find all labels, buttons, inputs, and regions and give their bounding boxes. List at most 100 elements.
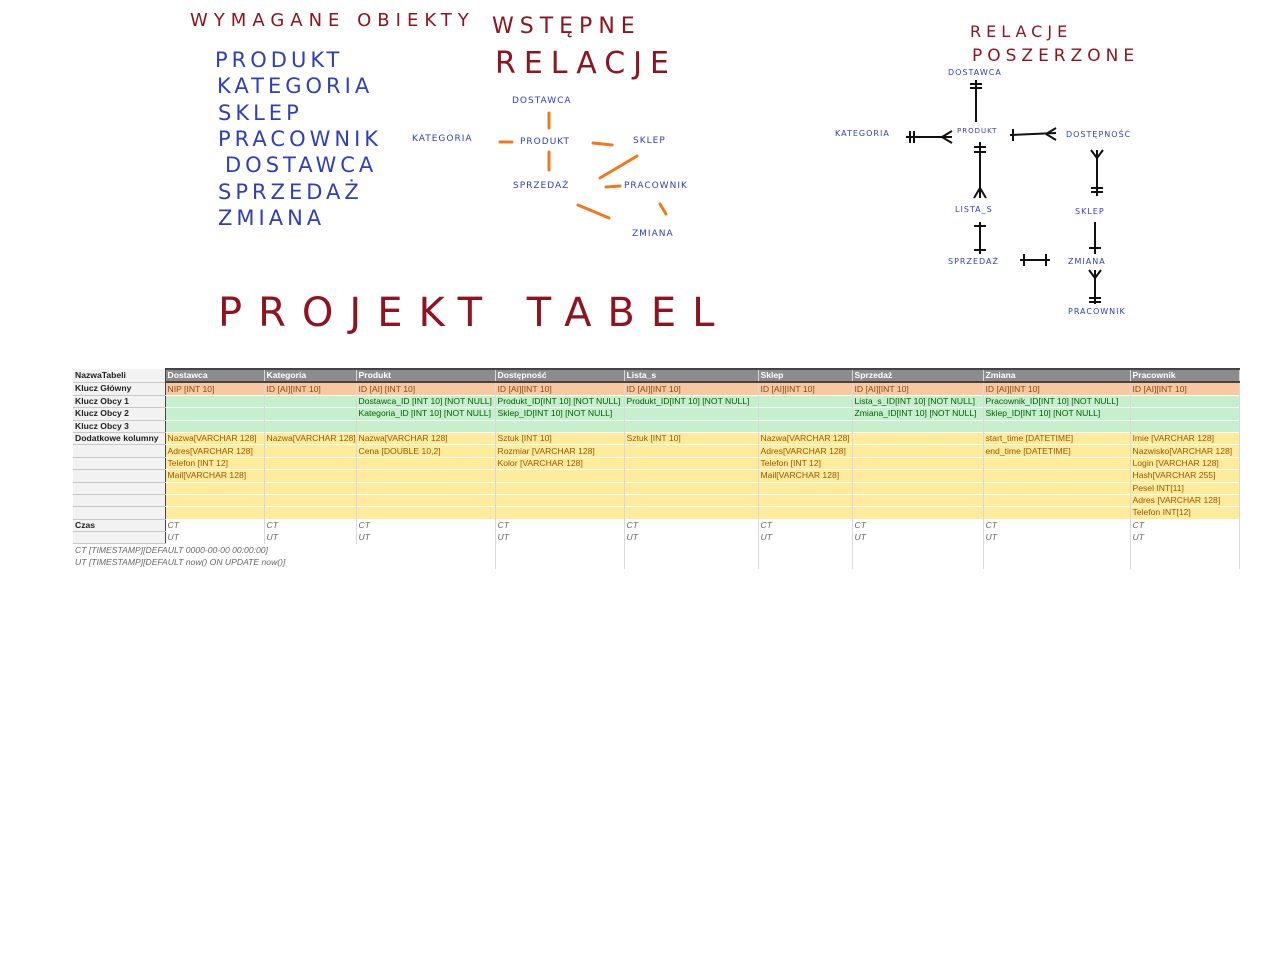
sheet-row: Telefon INT[12] <box>73 506 1240 520</box>
extended-node-dostawca: DOSTAWCA <box>948 68 1002 77</box>
sheet-cell: CT <box>624 519 759 532</box>
required-title: WYMAGANE OBIEKTY <box>190 10 475 31</box>
sheet-cell <box>624 407 759 421</box>
extended-node-produkt: PRODUKT <box>957 127 998 135</box>
sheet-cell <box>165 482 265 495</box>
sheet-cell: Produkt_ID[INT 10] [NOT NULL] <box>495 395 625 408</box>
sheet-cell: ID [AI][INT 10] <box>758 382 853 396</box>
sheet-cell <box>264 457 357 470</box>
sheet-cell <box>264 482 357 495</box>
sheet-cell: ID [AI][INT 10] <box>1130 382 1240 396</box>
required-item: PRODUKT <box>215 48 344 72</box>
sheet-cell: Lista_s <box>624 367 759 384</box>
sheet-cell <box>165 420 265 433</box>
empty-cell <box>624 543 759 557</box>
sheet-cell: Telefon INT[12] <box>1130 506 1240 520</box>
sheet-cell: Produkt <box>356 367 496 384</box>
row-label: Klucz Obcy 1 <box>73 395 166 409</box>
row-label <box>73 444 166 458</box>
sheet-cell <box>264 494 357 507</box>
sheet-cell: Hash[VARCHAR 255] <box>1130 469 1240 483</box>
required-item: KATEGORIA <box>217 74 374 98</box>
sheet-cell <box>758 420 853 433</box>
sheet-cell <box>264 420 357 433</box>
sheet-cell: Zmiana <box>983 367 1131 384</box>
sheet-cell <box>264 407 357 421</box>
footnote-row: UT [TIMESTAMP][DEFAULT now() ON UPDATE n… <box>73 556 1240 569</box>
empty-cell <box>983 556 1131 569</box>
initial-node-produkt: PRODUKT <box>520 137 570 147</box>
sheet-cell <box>852 469 984 483</box>
sheet-cell <box>983 457 1131 470</box>
sheet-cell: CT <box>264 519 357 532</box>
sheet-cell: NIP [INT 10] <box>165 382 265 396</box>
sheet-cell: CT <box>1130 519 1240 532</box>
sheet-cell: Nazwa[VARCHAR 128] <box>758 432 853 445</box>
sheet-cell <box>1130 407 1240 421</box>
sheet-cell <box>624 494 759 507</box>
sheet-cell <box>852 506 984 520</box>
sheet-cell: Pracownik_ID[INT 10] [NOT NULL] <box>983 395 1131 408</box>
sheet-cell: Telefon [INT 12] <box>758 457 853 470</box>
row-label: Klucz Obcy 2 <box>73 407 166 421</box>
sheet-cell <box>983 469 1131 483</box>
sheet-cell <box>624 420 759 433</box>
initial-relations-title-2: RELACJE <box>495 46 677 81</box>
sheet-cell <box>356 506 496 520</box>
sheet-cell: ID [AI][INT 10] <box>983 382 1131 396</box>
sheet-cell: Sklep <box>758 367 853 384</box>
initial-node-sklep: SKLEP <box>633 136 666 146</box>
sheet-cell <box>495 469 625 483</box>
sheet-cell <box>264 469 357 483</box>
sheet-cell <box>356 482 496 495</box>
empty-cell <box>1130 556 1240 569</box>
required-item: DOSTAWCA <box>225 153 378 177</box>
empty-cell <box>852 556 984 569</box>
sheet-cell <box>758 494 853 507</box>
sheet-cell: Login [VARCHAR 128] <box>1130 457 1240 470</box>
timestamp-footnote: CT [TIMESTAMP][DEFAULT 0000-00-00 00:00:… <box>73 543 496 557</box>
row-label <box>73 494 166 508</box>
sheet-cell <box>852 444 984 458</box>
sheet-cell <box>495 506 625 520</box>
required-item: PRACOWNIK <box>218 127 383 151</box>
sheet-cell <box>1130 420 1240 433</box>
sheet-cell <box>758 506 853 520</box>
sheet-cell: Nazwa[VARCHAR 128] <box>264 432 357 445</box>
initial-node-kategoria: KATEGORIA <box>412 134 473 144</box>
sheet-cell: Kolor [VARCHAR 128] <box>495 457 625 470</box>
empty-cell <box>758 556 853 569</box>
initial-relation-lines <box>498 111 668 220</box>
sheet-cell <box>852 432 984 445</box>
sheet-cell: UT <box>624 531 759 544</box>
extended-node-sklep: SKLEP <box>1075 207 1105 216</box>
sheet-cell <box>356 457 496 470</box>
sheet-cell: UT <box>983 531 1131 544</box>
extended-node-kategoria: KATEGORIA <box>835 129 890 138</box>
sheet-cell: Pracownik <box>1130 367 1240 384</box>
sheet-cell: Sztuk [INT 10] <box>624 432 759 445</box>
required-item: SKLEP <box>218 101 303 125</box>
sheet-cell <box>495 420 625 433</box>
extended-relation-lines <box>906 80 1104 304</box>
sheet-cell <box>356 420 496 433</box>
sheet-cell <box>758 407 853 421</box>
relation-sketch-lines <box>498 80 1104 304</box>
sheet-cell: UT <box>852 531 984 544</box>
sheet-cell: Lista_s_ID[INT 10] [NOT NULL] <box>852 395 984 408</box>
sheet-cell <box>983 506 1131 520</box>
sheet-cell: Sprzedaż <box>852 367 984 384</box>
empty-cell <box>495 543 625 557</box>
sheet-cell <box>758 482 853 495</box>
sheet-cell: Sklep_ID[INT 10] [NOT NULL] <box>495 407 625 421</box>
sheet-cell <box>495 482 625 495</box>
project-title: PROJEKT TABEL <box>218 290 731 336</box>
sheet-cell <box>758 395 853 408</box>
sheet-cell: Mail[VARCHAR 128] <box>165 469 265 483</box>
sheet-cell: Dostawca_ID [INT 10] [NOT NULL] <box>356 395 496 408</box>
